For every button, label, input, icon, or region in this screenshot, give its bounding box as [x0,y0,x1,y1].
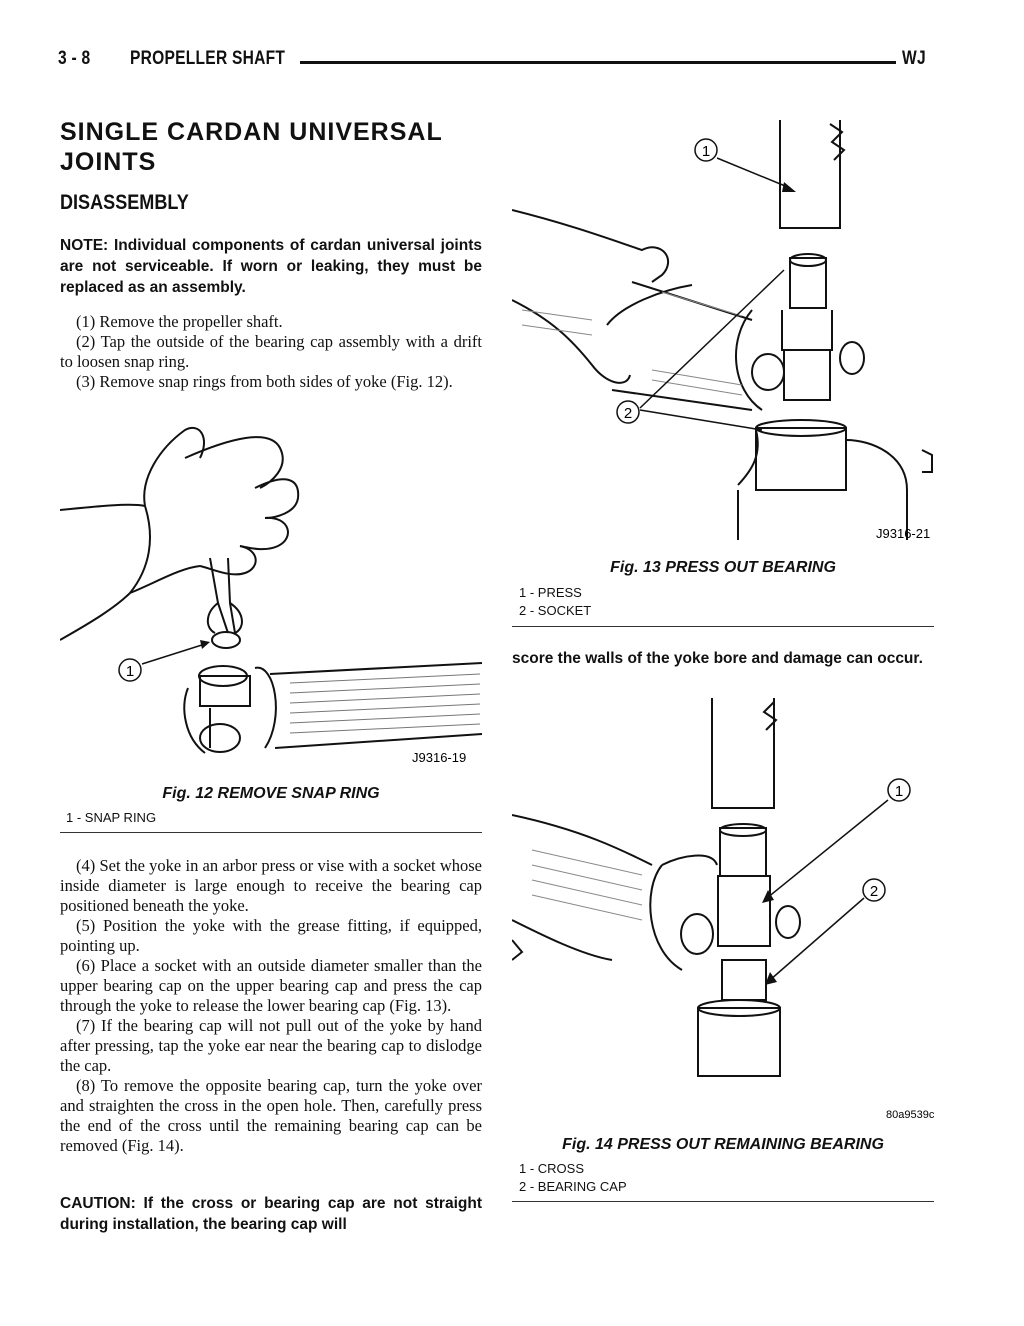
figure-14-caption: Fig. 14 PRESS OUT REMAINING BEARING [562,1136,884,1153]
figure-13-caption: Fig. 13 PRESS OUT BEARING [610,559,836,576]
page-title: SINGLE CARDAN UNIVERSAL JOINTS [60,117,443,177]
figure-14-callout-2: 2 [870,883,878,900]
step-7: (7) If the bearing cap will not pull out… [60,1016,482,1075]
figure-12-legend-item: 1 - SNAP RING [66,810,157,825]
figure-12-drawing: 1 J9316-19 [59,427,483,765]
figure-13-legend: 1 - PRESS 2 - SOCKET [519,584,591,620]
model-code: WJ [902,48,926,69]
figure-14-code: 80a9539c [886,1109,934,1120]
figure-14-illustration: 1 2 80a9539c [511,690,935,1121]
step-5: (5) Position the yoke with the grease fi… [60,916,482,955]
figure-14-legend-item: 1 - CROSS [519,1161,585,1176]
header-rule [300,61,896,64]
caution-continuation: score the walls of the yoke bore and dam… [512,650,923,667]
figure-14-callout-1: 1 [895,783,903,800]
figure-14-legend-item: 2 - BEARING CAP [519,1179,627,1194]
figure-14-legend: 1 - CROSS 2 - BEARING CAP [519,1160,627,1196]
figure-13-drawing: 1 2 J9316-21 [511,120,933,541]
figure-13-code: J9316-21 [876,526,930,541]
figure-12-rule [60,832,482,833]
figure-13-rule [512,626,934,627]
step-4: (4) Set the yoke in an arbor press or vi… [60,856,482,915]
figure-12-caption: Fig. 12 REMOVE SNAP RING [162,785,380,802]
note-text: NOTE: Individual components of cardan un… [60,237,482,296]
step-2: (2) Tap the outside of the bearing cap a… [60,332,482,371]
figure-12-callout-1: 1 [126,663,134,680]
steps-part-a: (1) Remove the propeller shaft. (2) Tap … [60,312,482,392]
figure-13-callout-2: 2 [624,405,632,422]
figure-13-legend-item: 2 - SOCKET [519,603,592,618]
steps-part-b: (4) Set the yoke in an arbor press or vi… [60,856,482,1156]
step-6: (6) Place a socket with an outside diame… [60,956,482,1015]
figure-12-illustration: 1 J9316-19 [59,418,483,778]
figure-12-code: J9316-19 [412,750,466,765]
figure-13-legend-item: 1 - PRESS [519,585,582,600]
page-number: 3 - 8 [58,48,91,69]
page-title-line1: SINGLE CARDAN UNIVERSAL [60,118,443,146]
figure-13-callout-1: 1 [702,143,710,160]
page-title-line2: JOINTS [60,148,157,176]
step-8: (8) To remove the opposite bearing cap, … [60,1076,482,1155]
figure-14-rule [512,1201,934,1202]
caution-text: CAUTION: If the cross or bearing cap are… [60,1195,482,1233]
section-subtitle: DISASSEMBLY [60,191,189,214]
figure-12-legend: 1 - SNAP RING [66,809,156,827]
figure-14-drawing: 1 2 80a9539c [511,698,935,1121]
step-3: (3) Remove snap rings from both sides of… [76,372,453,391]
figure-13-illustration: 1 2 J9316-21 [511,110,934,550]
section-title: PROPELLER SHAFT [130,48,286,69]
step-1: (1) Remove the propeller shaft. [76,312,283,331]
